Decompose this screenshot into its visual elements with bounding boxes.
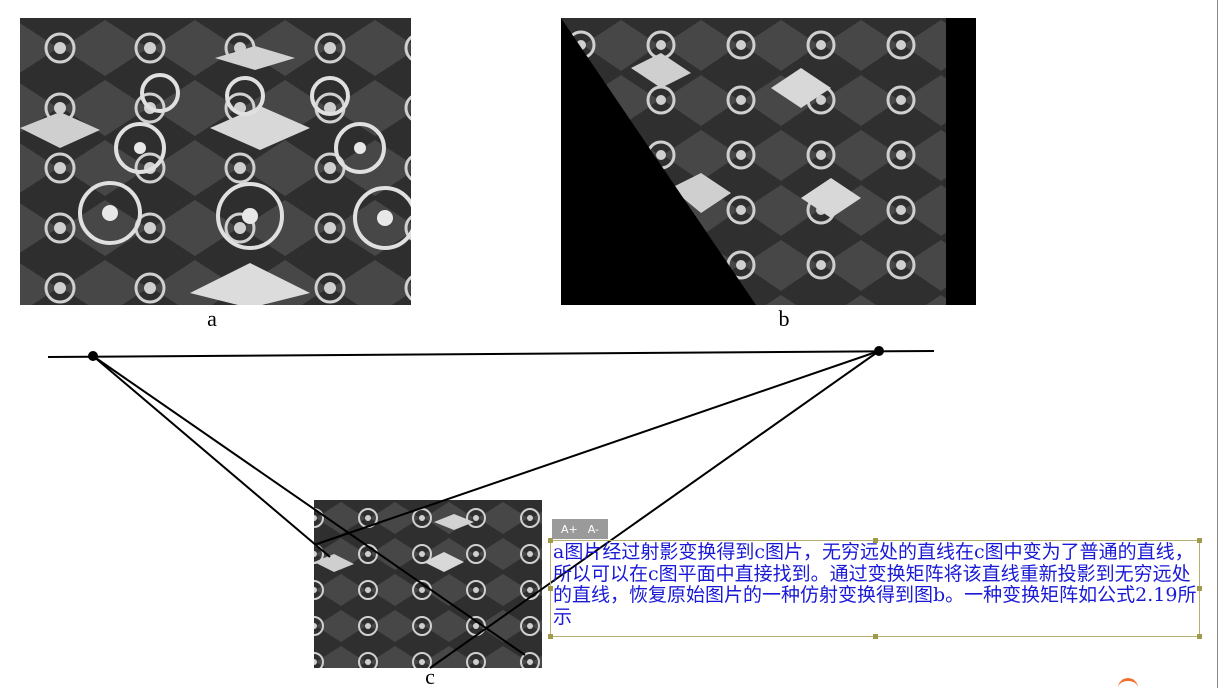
resize-handle-bottom-left[interactable] [548,634,553,639]
resize-handle-bottom-center[interactable] [873,634,878,639]
resize-handle-top-right[interactable] [1197,538,1202,543]
converging-line [92,355,331,558]
figure-panel-b [561,18,976,305]
resize-handle-middle-right[interactable] [1197,586,1202,591]
tiled-floor-photo-b [561,18,976,305]
horizon-line [47,350,935,358]
orange-arc-icon [1118,678,1138,691]
resize-handle-bottom-right[interactable] [1197,634,1202,639]
panel-c-caption: c [425,664,435,689]
panel-a-caption: a [207,306,217,331]
font-decrease-button[interactable]: A- [587,522,600,536]
vanishing-point-right [874,346,884,356]
page-edge-divider [1217,0,1218,688]
resize-handle-top-left[interactable] [548,538,553,543]
figure-panel-c [314,500,542,668]
font-size-toolbar: A+ A- [552,519,609,539]
resize-handle-top-center[interactable] [873,538,878,543]
annotation-textbox[interactable]: a图片经过射影变换得到c图片，无穷远处的直线在c图中变为了普通的直线，所以可以在… [548,538,1202,639]
font-increase-button[interactable]: A+ [561,522,578,536]
resize-handle-middle-left[interactable] [548,586,553,591]
tiled-floor-photo-a [20,18,411,305]
annotation-text[interactable]: a图片经过射影变换得到c图片，无穷远处的直线在c图中变为了普通的直线，所以可以在… [553,541,1197,628]
panel-b-caption: b [778,306,790,331]
tiled-floor-photo-c [314,500,542,668]
vanishing-point-left [88,351,98,361]
figure-panel-a [20,18,411,305]
